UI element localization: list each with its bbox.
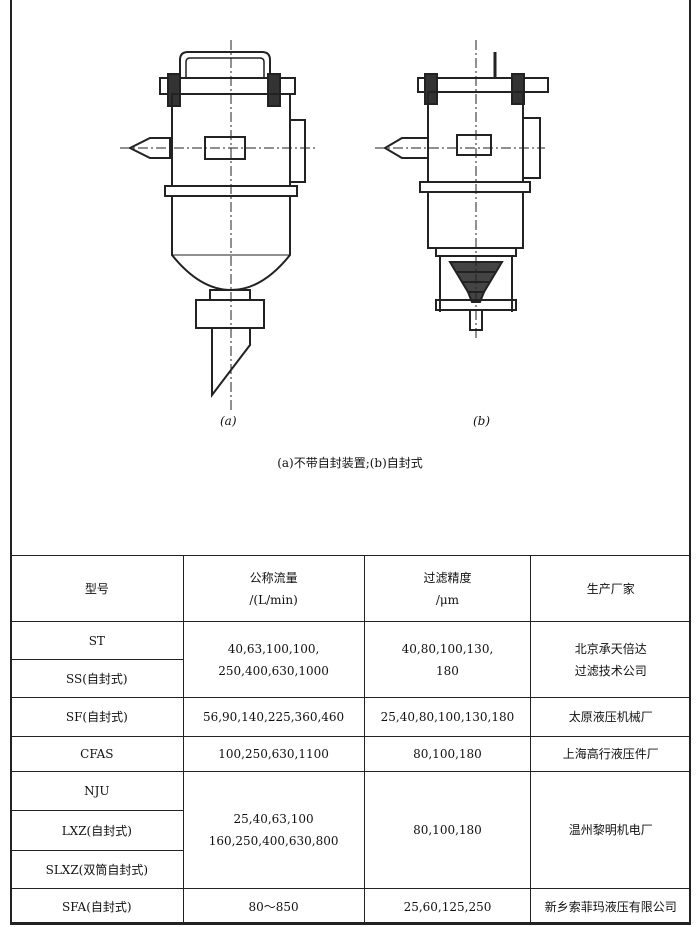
- header-precision: 过滤精度/μm: [363, 555, 532, 622]
- flow-cell: 25,40,63,100 160,250,400,630,800: [182, 771, 365, 889]
- precision-cell: 25,60,125,250: [363, 888, 532, 925]
- table-row: NJU 25,40,63,100 160,250,400,630,800 80,1…: [10, 771, 691, 889]
- model-cell: ST: [10, 621, 184, 660]
- precision-cell: 80,100,180: [363, 771, 532, 889]
- flow-line: 25,40,63,100: [233, 812, 314, 826]
- header-precision-unit: /μm: [435, 592, 460, 607]
- maker-cell: 温州黎明机电厂: [530, 771, 691, 889]
- flow-line: 250,400,630,1000: [218, 663, 329, 678]
- precision-line: 40,80,100,130,: [401, 641, 494, 656]
- filter-drawing-a: [120, 40, 549, 410]
- header-flow-unit: /(L/min): [249, 592, 298, 607]
- table-row: SFA(自封式) 80～850 25,60,125,250 新乡索菲玛液压有限公…: [10, 888, 691, 925]
- model-cell: SF(自封式): [10, 697, 184, 737]
- table-row: SLXZ(双筒自封式): [10, 850, 691, 889]
- precision-cell: 25,40,80,100,130,180: [363, 697, 532, 737]
- header-flow-title: 公称流量: [249, 570, 298, 585]
- header-model: 型号: [10, 555, 184, 622]
- flow-cell: 56,90,140,225,360,460: [182, 697, 365, 737]
- precision-cell: 80,100,180: [363, 736, 532, 772]
- maker-line: 过滤技术公司: [574, 663, 647, 678]
- table-header-row: 型号 公称流量 /(L/min) 过滤精度/μm 生产厂家: [10, 555, 691, 622]
- table-row: ST 40,63,100,100, 250,400,630,1000 40,80,…: [10, 621, 691, 698]
- maker-cell: 北京承天倍达过滤技术公司: [530, 621, 691, 698]
- maker-cell: 太原液压机械厂: [530, 697, 691, 737]
- model-cell: SFA(自封式): [10, 888, 184, 925]
- header-flow: 公称流量 /(L/min): [182, 555, 365, 622]
- header-maker: 生产厂家: [530, 555, 691, 622]
- header-precision-title: 过滤精度: [423, 570, 472, 585]
- model-cell: LXZ(自封式): [10, 810, 184, 851]
- table-row: LXZ(自封式): [10, 810, 691, 851]
- filter-spec-table: 型号 公称流量 /(L/min) 过滤精度/μm 生产厂家 ST 40,63,10…: [10, 555, 691, 925]
- precision-cell: 40,80,100,130, 180: [363, 621, 532, 698]
- flow-line: 160,250,400,630,800: [208, 834, 339, 848]
- figure-caption: (a)不带自封装置;(b)自封式: [277, 456, 423, 470]
- flow-line: 40,63,100,100,: [227, 641, 320, 656]
- maker-cell: 上海高行液压件厂: [530, 736, 691, 772]
- flow-cell: 80～850: [182, 888, 365, 925]
- table-row: CFAS 100,250,630,1100 80,100,180 上海高行液压件…: [10, 736, 691, 772]
- figure-label-b: (b): [473, 414, 491, 428]
- maker-cell: 新乡索菲玛液压有限公司: [530, 888, 691, 925]
- precision-line: 180: [436, 663, 459, 678]
- model-cell: CFAS: [10, 736, 184, 772]
- model-cell: NJU: [10, 771, 184, 811]
- flow-cell: 100,250,630,1100: [182, 736, 365, 772]
- model-cell: SLXZ(双筒自封式): [10, 850, 184, 889]
- maker-line: 北京承天倍达: [574, 641, 647, 656]
- table-row: SS(自封式): [10, 659, 691, 698]
- figure-label-a: (a): [220, 414, 237, 428]
- table-row: SF(自封式) 56,90,140,225,360,460 25,40,80,1…: [10, 697, 691, 737]
- model-cell: SS(自封式): [10, 659, 184, 698]
- flow-cell: 40,63,100,100, 250,400,630,1000: [182, 621, 365, 698]
